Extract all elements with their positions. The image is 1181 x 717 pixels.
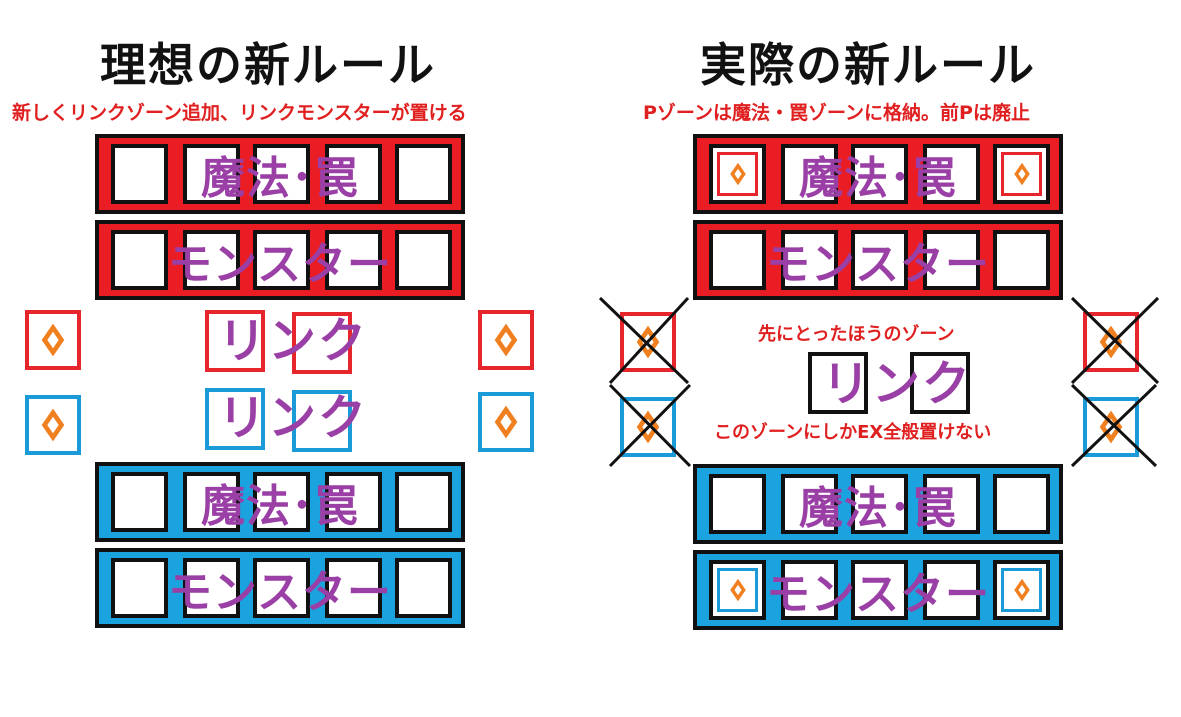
- zone-cell: [923, 144, 980, 204]
- right-title: 実際の新ルール: [700, 38, 1036, 92]
- zone-cell: [183, 144, 240, 204]
- left-title: 理想の新ルール: [100, 38, 436, 92]
- zone-cell: [923, 474, 980, 534]
- zone-cell: [253, 472, 310, 532]
- left-player-link-zone-left: [205, 388, 265, 450]
- zone-cell-pendulum: [993, 144, 1050, 204]
- left-opponent-spell-trap-row: 魔法･罠: [95, 134, 465, 214]
- right-link-label: リンク: [822, 356, 973, 412]
- zone-cell: [395, 230, 452, 290]
- zone-cell: [253, 230, 310, 290]
- left-opponent-pendulum-zone-right: [478, 310, 534, 370]
- zone-cell: [851, 144, 908, 204]
- zone-cell: [325, 472, 382, 532]
- zone-cell: [709, 474, 766, 534]
- left-player-link-label: リンク: [218, 390, 369, 446]
- zone-cell: [993, 230, 1050, 290]
- zone-cell: [395, 472, 452, 532]
- left-player-pendulum-zone-left: [25, 395, 81, 455]
- zone-cell: [111, 558, 168, 618]
- zone-cell: [325, 144, 382, 204]
- zone-cell: [993, 474, 1050, 534]
- zone-cell: [781, 230, 838, 290]
- zone-cell: [781, 474, 838, 534]
- zone-cell: [923, 560, 980, 620]
- zone-cell: [709, 230, 766, 290]
- left-player-pendulum-zone-right: [478, 392, 534, 452]
- left-opponent-pendulum-zone-left: [25, 310, 81, 370]
- zone-cell: [325, 230, 382, 290]
- zone-cell: [183, 230, 240, 290]
- left-opponent-link-zone-left: [205, 310, 265, 372]
- left-player-monster-row: モンスター: [95, 548, 465, 628]
- zone-cell: [111, 144, 168, 204]
- zone-cell: [851, 474, 908, 534]
- right-player-spell-trap-row: 魔法･罠: [693, 464, 1063, 544]
- zone-cell: [183, 558, 240, 618]
- zone-cell: [183, 472, 240, 532]
- left-subtitle: 新しくリンクゾーン追加、リンクモンスターが置ける: [12, 102, 467, 124]
- zone-cell: [395, 144, 452, 204]
- zone-cell: [111, 472, 168, 532]
- zone-cell: [851, 230, 908, 290]
- right-player-monster-row: モンスター: [693, 550, 1063, 630]
- zone-cell: [781, 560, 838, 620]
- zone-cell: [325, 558, 382, 618]
- zone-cell: [395, 558, 452, 618]
- zone-cell-pendulum: [993, 560, 1050, 620]
- zone-cell: [781, 144, 838, 204]
- zone-cell-pendulum: [709, 560, 766, 620]
- zone-cell-pendulum: [709, 144, 766, 204]
- right-note-top: 先にとったほうのゾーン: [758, 324, 955, 345]
- right-note-bottom: このゾーンにしかEX全般置けない: [714, 422, 992, 443]
- left-opponent-link-label: リンク: [218, 313, 369, 369]
- zone-cell: [923, 230, 980, 290]
- right-subtitle: Pゾーンは魔法・罠ゾーンに格納。前Pは廃止: [643, 102, 1030, 124]
- left-opponent-link-zone-right: [292, 312, 352, 374]
- left-player-link-zone-right: [292, 390, 352, 452]
- zone-cell: [253, 144, 310, 204]
- right-extra-monster-zone-left: [808, 352, 868, 414]
- right-extra-monster-zone-right: [910, 352, 970, 414]
- zone-cell: [851, 560, 908, 620]
- zone-cell: [253, 558, 310, 618]
- zone-cell: [111, 230, 168, 290]
